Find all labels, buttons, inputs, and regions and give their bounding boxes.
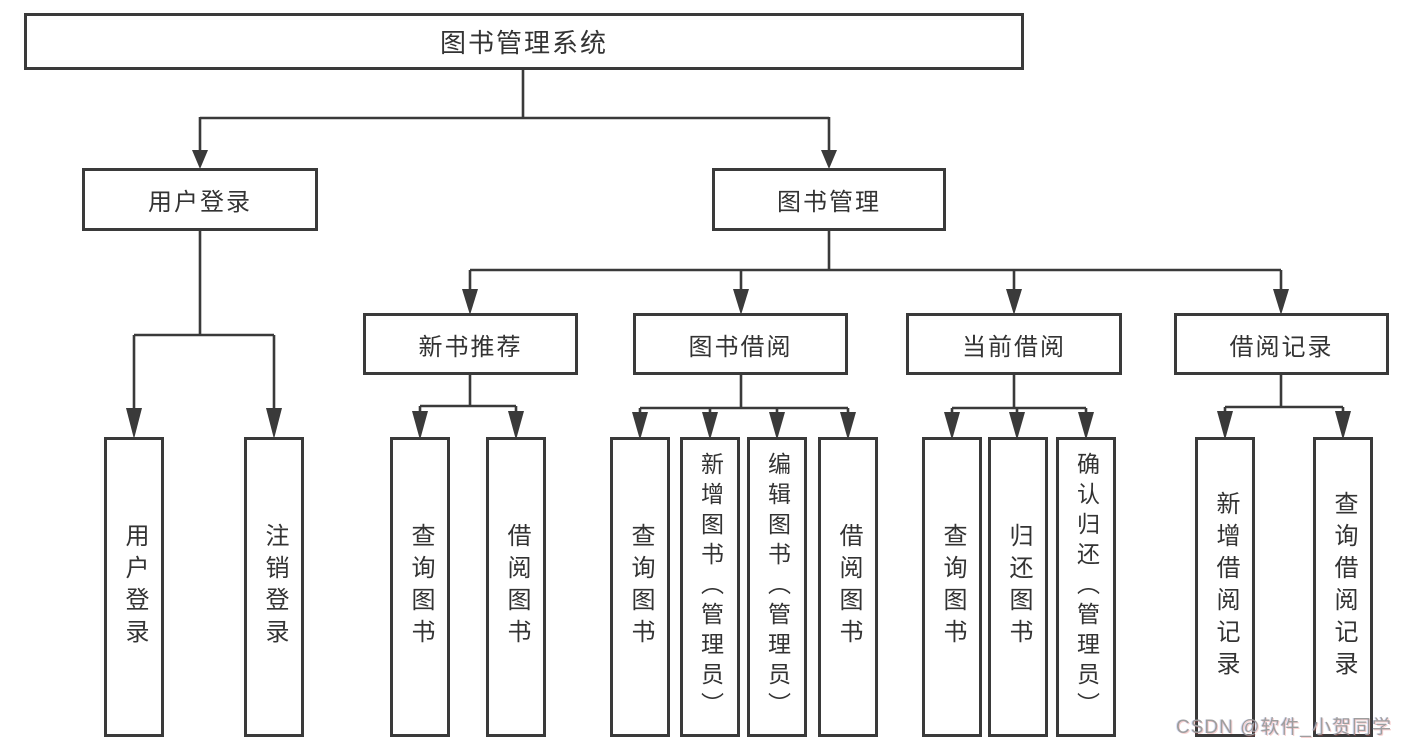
node-label: 图书管理系统 (439, 28, 608, 58)
leaf-label: 新增借阅记录 (1212, 491, 1239, 683)
leaf-query-borrow-record: 查询借阅记录 (1313, 437, 1373, 737)
leaf-query-books-recommend: 查询图书 (390, 437, 450, 737)
leaf-query-books-current: 查询图书 (922, 437, 982, 737)
leaf-label: 新增图书（管理员） (697, 452, 724, 722)
leaf-user-login: 用户登录 (104, 437, 164, 737)
leaf-query-books-borrow: 查询图书 (610, 437, 670, 737)
leaf-edit-book-admin: 编辑图书（管理员） (747, 437, 807, 737)
node-label: 新书推荐 (418, 333, 523, 361)
leaf-label: 查询图书 (407, 523, 434, 651)
node-library-management-system: 图书管理系统 (24, 13, 1024, 70)
leaf-logout: 注销登录 (244, 437, 304, 737)
leaf-borrow-books-recommend: 借阅图书 (486, 437, 546, 737)
node-current-borrow: 当前借阅 (906, 313, 1122, 375)
leaf-label: 归还图书 (1005, 523, 1032, 651)
csdn-watermark: CSDN @软件_小贺同学 (1176, 717, 1392, 738)
node-book-management: 图书管理 (712, 168, 946, 231)
leaf-label: 查询图书 (939, 523, 966, 651)
leaf-label: 查询借阅记录 (1330, 491, 1357, 683)
leaf-return-book: 归还图书 (988, 437, 1048, 737)
leaf-add-book-admin: 新增图书（管理员） (680, 437, 740, 737)
leaf-label: 编辑图书（管理员） (764, 452, 791, 722)
node-label: 当前借阅 (962, 333, 1066, 361)
leaf-label: 注销登录 (261, 523, 288, 651)
node-book-borrow: 图书借阅 (633, 313, 848, 375)
leaf-label: 用户登录 (121, 523, 148, 651)
node-user-login: 用户登录 (82, 168, 318, 231)
leaf-borrow-book: 借阅图书 (818, 437, 878, 737)
node-label: 用户登录 (148, 189, 252, 216)
node-new-book-recommend: 新书推荐 (363, 313, 578, 375)
node-borrow-records: 借阅记录 (1174, 313, 1389, 375)
leaf-label: 查询图书 (627, 523, 654, 651)
leaf-label: 借阅图书 (503, 523, 530, 651)
leaf-label: 确认归还（管理员） (1073, 452, 1100, 722)
leaf-add-borrow-record: 新增借阅记录 (1195, 437, 1255, 737)
node-label: 图书管理 (777, 189, 881, 216)
leaf-confirm-return-admin: 确认归还（管理员） (1056, 437, 1116, 737)
node-label: 图书借阅 (688, 333, 793, 361)
leaf-label: 借阅图书 (835, 523, 862, 651)
node-label: 借阅记录 (1229, 333, 1334, 361)
